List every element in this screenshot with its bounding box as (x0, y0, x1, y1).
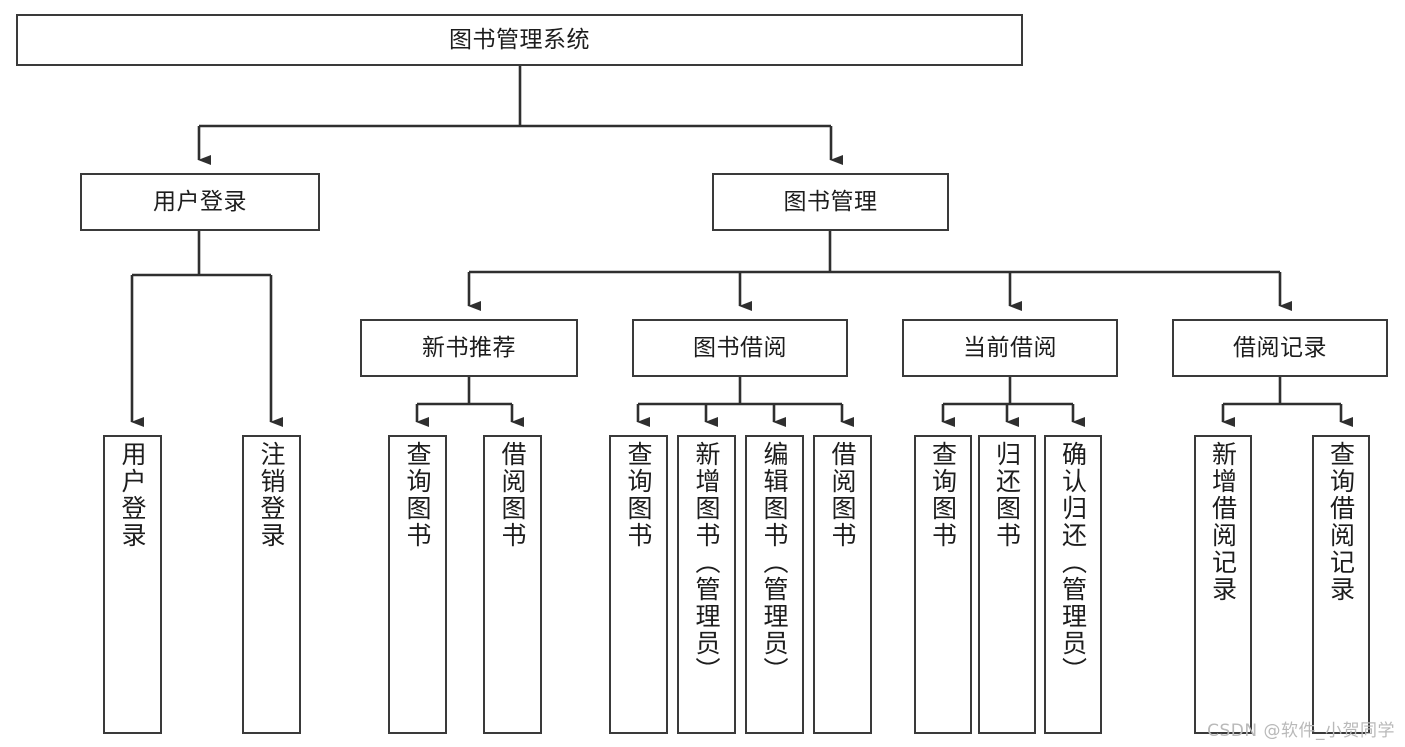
leaf-query-book-borrow[interactable]: 查询图书 (609, 435, 668, 734)
csdn-watermark: CSDN @软件_小贺同学 (1207, 721, 1395, 741)
node-label: 图书管理系统 (449, 26, 590, 53)
leaf-logout-login[interactable]: 注销登录 (242, 435, 301, 734)
node-label: 新书推荐 (422, 334, 516, 361)
node-label: 查询图书 (403, 441, 432, 549)
node-root-book-management-system[interactable]: 图书管理系统 (16, 14, 1023, 66)
node-label: 归还图书 (992, 441, 1022, 549)
node-label: 查询借阅记录 (1326, 441, 1356, 603)
leaf-query-book-current[interactable]: 查询图书 (914, 435, 972, 734)
node-current-borrow[interactable]: 当前借阅 (902, 319, 1118, 377)
node-label: 新增借阅记录 (1208, 441, 1238, 603)
node-label: 编辑图书（管理员） (760, 441, 789, 684)
node-borrow-record[interactable]: 借阅记录 (1172, 319, 1388, 377)
node-label: 当前借阅 (963, 334, 1057, 361)
node-label: 借阅图书 (828, 441, 857, 549)
node-label: 注销登录 (257, 441, 286, 549)
node-book-management[interactable]: 图书管理 (712, 173, 949, 231)
leaf-borrow-book[interactable]: 借阅图书 (813, 435, 872, 734)
leaf-borrow-book-recommend[interactable]: 借阅图书 (483, 435, 542, 734)
leaf-return-book[interactable]: 归还图书 (978, 435, 1036, 734)
leaf-add-borrow-record[interactable]: 新增借阅记录 (1194, 435, 1252, 734)
leaf-user-login[interactable]: 用户登录 (103, 435, 162, 734)
node-label: 新增图书（管理员） (692, 441, 721, 684)
node-label: 借阅记录 (1233, 334, 1327, 361)
leaf-edit-book-admin[interactable]: 编辑图书（管理员） (745, 435, 804, 734)
node-label: 用户登录 (153, 188, 247, 215)
leaf-add-book-admin[interactable]: 新增图书（管理员） (677, 435, 736, 734)
node-label: 图书借阅 (693, 334, 787, 361)
node-user-login[interactable]: 用户登录 (80, 173, 320, 231)
node-label: 借阅图书 (498, 441, 527, 549)
node-label: 确认归还（管理员） (1058, 441, 1088, 684)
leaf-query-borrow-record[interactable]: 查询借阅记录 (1312, 435, 1370, 734)
node-book-borrow[interactable]: 图书借阅 (632, 319, 848, 377)
node-label: 图书管理 (783, 188, 878, 215)
node-new-book-recommend[interactable]: 新书推荐 (360, 319, 578, 377)
node-label: 查询图书 (624, 441, 653, 549)
node-label: 查询图书 (928, 441, 958, 549)
leaf-confirm-return-admin[interactable]: 确认归还（管理员） (1044, 435, 1102, 734)
node-label: 用户登录 (118, 441, 147, 549)
leaf-query-book-recommend[interactable]: 查询图书 (388, 435, 447, 734)
